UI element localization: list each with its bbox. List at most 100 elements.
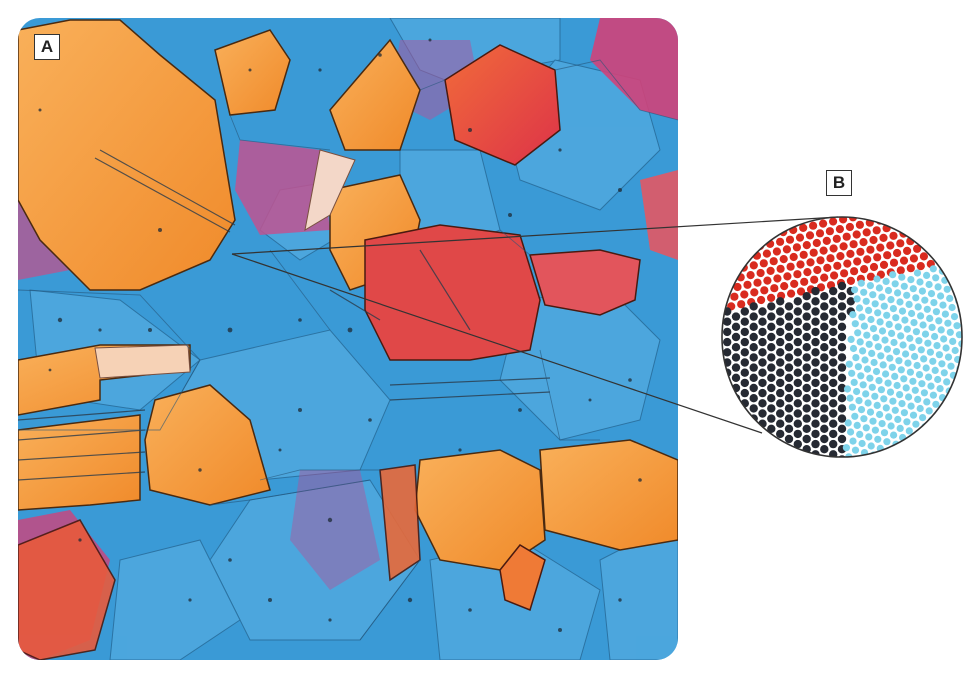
- atom-black: [837, 302, 847, 311]
- atom-red: [823, 263, 832, 272]
- atom-black: [749, 343, 758, 352]
- atom-cyan: [926, 314, 934, 322]
- atom-black: [758, 317, 767, 326]
- atom-cyan: [918, 287, 927, 295]
- atom-cyan: [851, 446, 860, 454]
- atom-cyan: [890, 338, 898, 347]
- atom-red: [770, 284, 779, 293]
- atom-cyan: [924, 339, 932, 347]
- atom-cyan: [880, 302, 888, 310]
- atom-cyan: [926, 348, 935, 356]
- atom-black: [820, 292, 829, 301]
- atom-black: [829, 388, 838, 398]
- atom-cyan: [885, 413, 893, 421]
- atom-black: [723, 337, 732, 347]
- atom-cyan: [849, 311, 857, 319]
- atom-red: [763, 276, 772, 285]
- atom-red: [762, 249, 772, 258]
- atom-red: [862, 228, 871, 237]
- atom-cyan: [920, 389, 929, 397]
- atom-red: [786, 262, 795, 271]
- atom-black: [802, 414, 811, 423]
- atom-red: [866, 272, 876, 281]
- atom-black: [811, 317, 820, 326]
- atom-cyan: [905, 300, 913, 308]
- atom-red: [812, 238, 821, 248]
- atom-cyan: [844, 419, 852, 427]
- atom-black: [793, 337, 802, 347]
- atom-cyan: [936, 385, 944, 393]
- atom-black: [820, 445, 829, 454]
- atom-red: [799, 250, 808, 259]
- atom-cyan: [853, 295, 861, 303]
- atom-black: [776, 297, 785, 306]
- atom-red: [757, 295, 766, 305]
- atom-black: [802, 343, 811, 352]
- atom-black: [749, 302, 758, 311]
- atom-black: [784, 353, 794, 362]
- atom-cyan: [916, 404, 924, 413]
- atom-black: [767, 424, 776, 433]
- atom-red: [756, 268, 765, 278]
- atom-cyan: [944, 353, 953, 361]
- atom-red: [906, 264, 915, 273]
- atom-cyan: [895, 357, 903, 365]
- atomic-detail-panel: [721, 216, 963, 458]
- atom-red: [753, 278, 762, 287]
- atom-cyan: [867, 315, 875, 324]
- atom-red: [849, 240, 858, 249]
- atom-black: [802, 404, 811, 413]
- atom-cyan: [899, 341, 907, 349]
- atom-cyan: [851, 412, 859, 420]
- atom-red: [850, 267, 859, 276]
- atom-black: [793, 348, 802, 357]
- atom-black: [802, 353, 811, 362]
- atom-cyan: [927, 290, 936, 298]
- atom-black: [784, 302, 794, 311]
- atom-cyan: [869, 291, 877, 299]
- atom-black: [811, 378, 820, 388]
- atom-cyan: [856, 430, 864, 438]
- atom-cyan: [890, 431, 898, 439]
- atom-black: [802, 292, 811, 301]
- atom-cyan: [914, 303, 922, 311]
- atom-red: [767, 293, 776, 302]
- atom-cyan: [882, 277, 890, 285]
- atom-black: [829, 337, 838, 347]
- atom-cyan: [884, 286, 893, 295]
- atom-red: [879, 233, 888, 242]
- atom-cyan: [875, 377, 883, 385]
- atom-red: [872, 226, 881, 235]
- atom-cyan: [878, 327, 887, 335]
- atom-cyan: [861, 356, 869, 364]
- atom-red: [787, 289, 796, 298]
- atom-black: [776, 368, 785, 377]
- atom-black: [767, 414, 776, 423]
- atom-cyan: [910, 319, 918, 327]
- atom-black: [820, 404, 829, 413]
- atom-red: [776, 264, 785, 273]
- atom-cyan: [857, 372, 865, 380]
- red-grains: [18, 44, 641, 660]
- zoom-line-upper: [231, 216, 839, 255]
- atom-black: [758, 388, 767, 398]
- atom-red: [806, 258, 815, 267]
- atom-black: [758, 337, 767, 347]
- atom-cyan: [914, 395, 922, 403]
- atom-black: [829, 378, 838, 388]
- twin-lamellae: [18, 149, 551, 481]
- atom-red: [822, 236, 831, 245]
- atom-cyan: [854, 329, 862, 337]
- atom-lattice: [722, 217, 962, 457]
- atom-cyan: [845, 360, 853, 368]
- atom-red: [839, 242, 848, 251]
- atom-red: [769, 257, 778, 266]
- atom-black: [740, 307, 749, 316]
- atom-cyan: [911, 352, 919, 361]
- atom-black: [793, 450, 802, 457]
- atom-cyan: [871, 300, 879, 308]
- atom-red: [869, 235, 878, 245]
- atom-red: [853, 257, 862, 266]
- atom-black: [740, 388, 749, 398]
- atom-black: [820, 373, 829, 382]
